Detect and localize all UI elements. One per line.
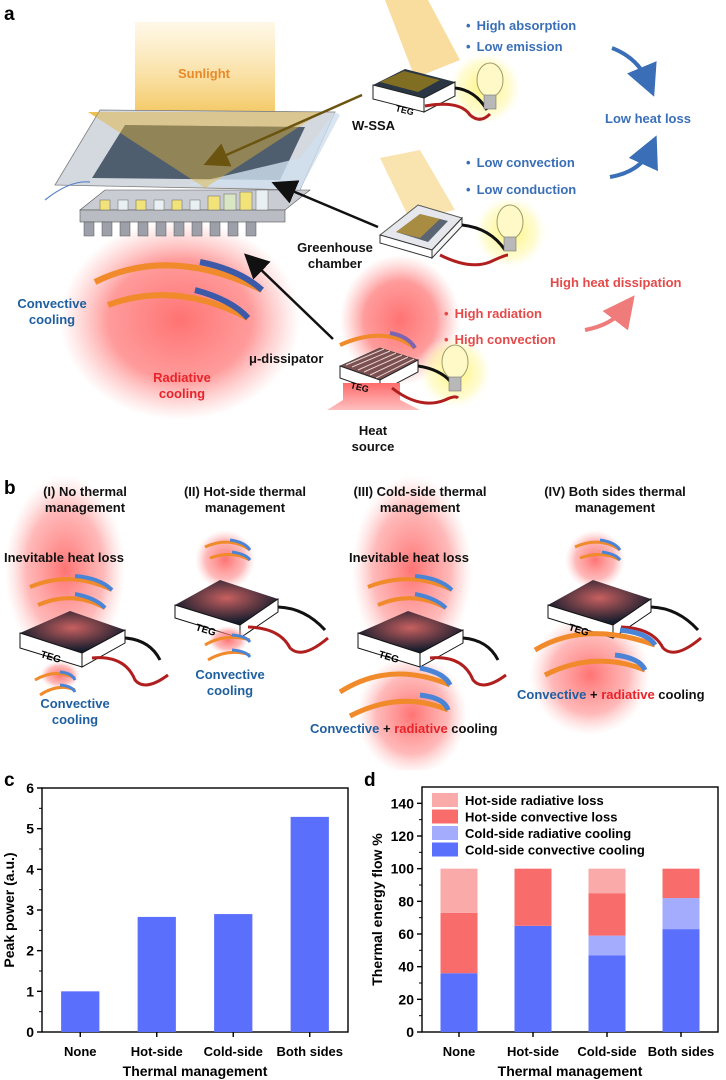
case-4-cooling-label: Convective + radiative cooling — [517, 687, 705, 702]
chart-c-bar — [137, 916, 176, 1032]
greenhouse-chamber-label: Greenhouse chamber — [297, 240, 373, 271]
chart-c-ytick-label: 3 — [26, 902, 34, 918]
chart-d-ytick-label: 120 — [391, 828, 415, 844]
chart-d-legend-swatch — [432, 842, 458, 857]
chart-c-bar — [290, 816, 329, 1032]
chart-d-bar-segment — [440, 912, 478, 974]
high-heat-dissipation-label: High heat dissipation — [550, 275, 682, 290]
chart-c-xtick-label: Cold-side — [204, 1044, 263, 1059]
panel-d-label: d — [364, 770, 376, 791]
chamber-pointer-arrow-icon — [271, 180, 379, 229]
chart-d-bar-segment — [440, 973, 478, 1032]
chart-d-legend-swatch — [432, 809, 458, 824]
wssa-teg-device-icon — [372, 0, 523, 126]
chart-d-legend-label: Hot-side convective loss — [465, 810, 617, 825]
chart-d-bar-segment — [662, 898, 700, 930]
radiative-cooling-label: Radiative cooling — [153, 370, 211, 401]
chart-d-xtick-label: Cold-side — [577, 1044, 636, 1059]
chart-d-legend-label: Cold-side radiative cooling — [465, 826, 631, 841]
case-3-title: (III) Cold-side thermal management — [353, 484, 487, 515]
chart-d-xtick-label: None — [443, 1044, 476, 1059]
case-3-cooling-label: Convective + radiative cooling — [310, 721, 498, 736]
convective-cooling-label: Convective cooling — [17, 296, 87, 327]
wssa-properties: High absorption Low emission — [466, 18, 577, 55]
curved-arrow-pink-icon — [584, 295, 635, 332]
chart-d-ytick-label: 60 — [398, 926, 414, 942]
wssa-pointer-arrow-icon — [203, 93, 363, 167]
chart-d-ytick-label: 80 — [398, 893, 414, 909]
panel-b-illustration: TEG TEG TEG TEG — [5, 475, 702, 770]
chart-d-xtick-label: Hot-side — [507, 1044, 559, 1059]
dissipator-teg-label: TEG — [350, 380, 370, 394]
case-3-heat-loss-note: Inevitable heat loss — [349, 550, 469, 565]
chart-d-legend-label: Cold-side convective cooling — [465, 843, 645, 858]
case-1-cooling-label: Convective cooling — [40, 696, 110, 727]
chart-d-ytick-label: 140 — [391, 795, 415, 811]
chart-c-ytick-label: 6 — [26, 780, 34, 796]
curved-arrow-up-icon — [609, 135, 658, 179]
case-4-device-icon — [530, 530, 702, 735]
chart-d-xlabel: Thermal management — [498, 1063, 643, 1079]
chart-c-xtick-label: Hot-side — [131, 1044, 183, 1059]
chamber-properties: Low convection Low conduction — [466, 155, 577, 198]
chart-d-ylabel: Thermal energy flow % — [369, 833, 385, 986]
main-device-icon — [44, 109, 340, 237]
chart-c-ytick-label: 0 — [26, 1024, 34, 1040]
dissipator-properties: High radiation High convection — [444, 306, 556, 348]
chart-d-bar-segment — [514, 868, 552, 926]
wssa-label: W-SSA — [352, 118, 396, 133]
chart-c-xlabel: Thermal management — [123, 1063, 268, 1079]
chart-c-ytick-label: 2 — [26, 943, 34, 959]
dissipator-teg-device-icon — [327, 255, 493, 410]
chart-d-legend-swatch — [432, 793, 458, 807]
dissipator-pointer-arrow-icon — [243, 253, 334, 340]
chart-d-frame — [421, 786, 719, 1033]
chart-d-ytick-label: 40 — [398, 959, 414, 975]
wssa-teg-label: TEG — [395, 103, 415, 117]
dissipator-label: μ-dissipator — [249, 351, 324, 366]
case-2-title: (II) Hot-side thermal management — [183, 484, 307, 515]
chart-c-ylabel: Peak power (a.u.) — [1, 852, 17, 967]
case-1-heat-loss-note: Inevitable heat loss — [4, 550, 124, 565]
chart-d-bar-segment — [662, 929, 700, 1032]
chart-d-bar-segment — [588, 955, 626, 1032]
chart-c-xtick-label: Both sides — [277, 1044, 343, 1059]
panel-a-label: a — [4, 4, 15, 25]
chart-c-bar — [214, 914, 253, 1032]
chart-d-ytick-label: 100 — [391, 861, 415, 877]
convective-arc-icon — [93, 259, 265, 321]
chart-c-xtick-label: None — [64, 1044, 97, 1059]
chart-d-legend-label: Hot-side radiative loss — [465, 793, 604, 808]
chart-c-ytick-label: 4 — [26, 861, 34, 877]
greenhouse-teg-device-icon — [378, 150, 548, 270]
case-3-device-icon — [338, 475, 507, 770]
chart-d-bar-segment — [514, 925, 552, 1032]
chart-d-xtick-label: Both sides — [648, 1044, 714, 1059]
chart-d-ytick-label: 20 — [398, 991, 414, 1007]
chart-d-bar-segment — [440, 868, 478, 913]
chart-d-bar-segment — [588, 893, 626, 936]
chart-d-ytick-label: 0 — [406, 1024, 414, 1040]
chart-d-bar-segment — [588, 868, 626, 894]
sunlight-label: Sunlight — [178, 66, 230, 81]
panel-a-illustration: TEG TEG — [44, 0, 658, 420]
chart-c-ytick-label: 1 — [26, 983, 34, 999]
chart-d-bar-segment — [662, 868, 700, 899]
chart-c-bar — [61, 991, 100, 1032]
case-2-device-icon — [174, 530, 329, 662]
chart-c-ytick-label: 5 — [26, 821, 34, 837]
panel-b-label: b — [4, 478, 16, 499]
low-heat-loss-label: Low heat loss — [605, 111, 691, 126]
chart-d-legend-swatch — [432, 826, 458, 840]
heat-source-label: Heat source — [351, 423, 395, 454]
curved-arrow-down-icon — [611, 46, 657, 97]
panel-c-label: c — [4, 770, 15, 791]
case-1-device-icon — [5, 475, 169, 697]
chart-d-bar-segment — [588, 935, 626, 956]
case-2-cooling-label: Convective cooling — [195, 667, 265, 698]
case-1-title: (I) No thermal management — [43, 484, 127, 515]
case-4-title: (IV) Both sides thermal management — [544, 484, 686, 515]
